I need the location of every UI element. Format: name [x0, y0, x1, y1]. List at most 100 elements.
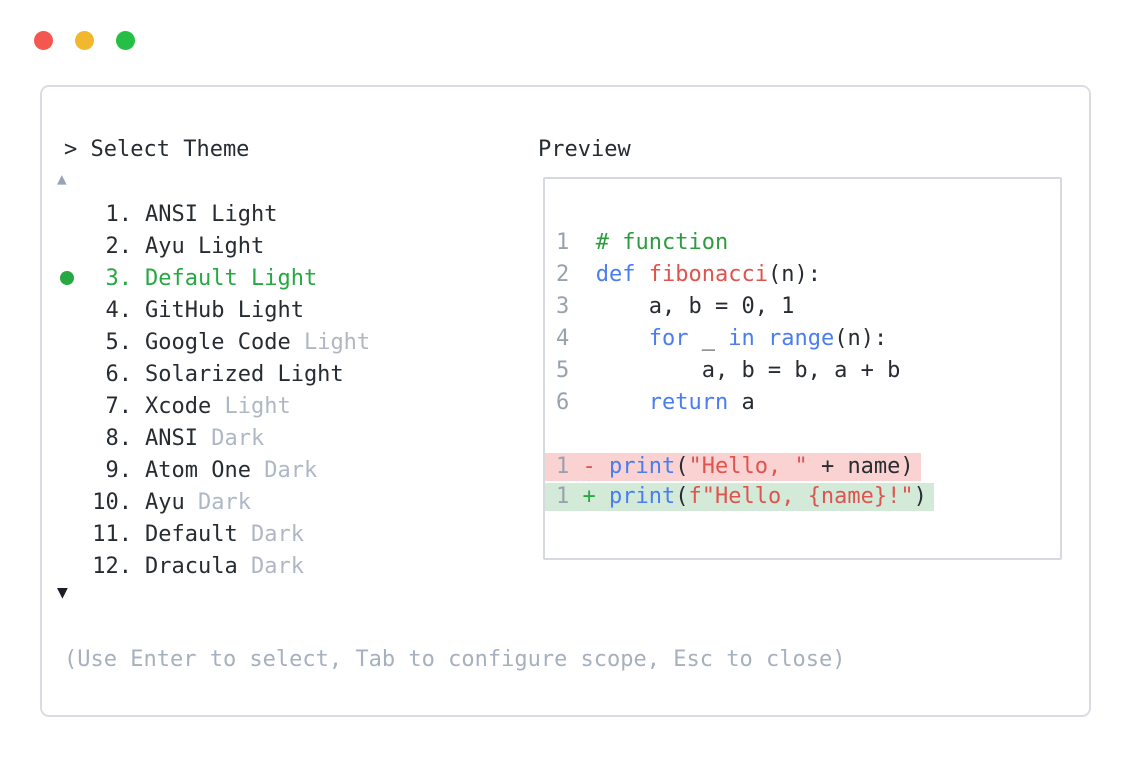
theme-item-number: 8. — [105, 425, 133, 451]
theme-item-label: Xcode Light — [145, 393, 291, 419]
footer-hint: (Use Enter to select, Tab to configure s… — [64, 647, 846, 672]
theme-item-variant-muted: Dark — [184, 489, 251, 515]
code-segment-fg: ( — [675, 484, 689, 509]
minimize-button[interactable] — [75, 31, 94, 50]
code-segment-fg: (n): — [834, 326, 888, 351]
theme-item-number: 9. — [105, 457, 133, 483]
theme-item-variant-muted: Dark — [197, 425, 265, 451]
code-segment-str: "Hello, " — [688, 454, 808, 479]
code-segment-fg: a, b = 0, 1 — [595, 294, 795, 319]
theme-item-ayu[interactable]: 10. Ayu Dark — [42, 486, 522, 518]
code-line-normal: 3 a, b = 0, 1 — [545, 291, 1060, 323]
code-segment-fg — [596, 326, 649, 351]
code-segment-num: 3 — [556, 294, 596, 319]
code-segment-kw: range — [767, 326, 835, 351]
theme-item-label: Ayu Dark — [145, 489, 251, 515]
code-segment-num: 1 — [556, 484, 583, 509]
code-segment-num: 4 — [556, 326, 596, 351]
code-segment-num: 2 — [556, 262, 596, 287]
code-segment-fg: a, b = b, a + b — [595, 358, 901, 383]
code-line-normal: 1 # function — [545, 227, 1060, 259]
code-line-added: 1 + print(f"Hello, {name}!") — [545, 483, 934, 511]
code-line-normal: 5 a, b = b, a + b — [545, 355, 1060, 387]
close-button[interactable] — [34, 31, 53, 50]
theme-item-variant-muted: Dark — [237, 521, 304, 547]
theme-item-label: Google Code Light — [145, 329, 371, 355]
code-segment-add: + — [582, 484, 609, 509]
code-segment-fg: + name) — [807, 454, 914, 479]
theme-picker-panel: > Select Theme ▲ 1. ANSI Light 2. Ayu Light… — [40, 85, 1091, 717]
selected-dot-icon — [60, 271, 74, 285]
code-segment-num: 5 — [556, 358, 596, 383]
theme-item-label: GitHub Light — [145, 297, 304, 323]
theme-item-number: 12. — [92, 553, 132, 579]
code-segment-kw: in — [728, 326, 755, 351]
code-segment-fg: (n): — [767, 262, 821, 287]
code-segment-kw: def — [595, 262, 636, 287]
code-line-removed: 1 - print("Hello, " + name) — [545, 453, 921, 481]
theme-item-variant-muted: Light — [211, 393, 291, 419]
theme-item-label: Dracula Dark — [145, 553, 304, 579]
code-segment-kw: print — [609, 484, 676, 509]
theme-item-label: Atom One Dark — [145, 457, 318, 483]
zoom-button[interactable] — [116, 31, 135, 50]
code-segment-fg: ( — [675, 454, 689, 479]
code-segment-fg — [596, 390, 649, 415]
code-segment-num: 1 — [556, 230, 596, 255]
theme-item-atom-one[interactable]: 9. Atom One Dark — [42, 454, 522, 486]
selected-dot-slot — [42, 271, 92, 285]
code-segment-kw: print — [609, 454, 676, 479]
code-line-normal: 6 return a — [545, 387, 1060, 419]
code-segment-fg — [636, 262, 649, 287]
code-segment-num: 1 — [556, 454, 583, 479]
theme-item-xcode[interactable]: 7. Xcode Light — [42, 390, 522, 422]
preview-label: Preview — [538, 137, 631, 162]
theme-item-number: 4. — [105, 297, 133, 323]
code-line-normal: 4 for _ in range(n): — [545, 323, 1060, 355]
theme-item-variant-muted: Light — [290, 329, 371, 355]
palette-prompt: > Select Theme — [64, 137, 250, 162]
code-segment-fg — [755, 326, 768, 351]
code-line-blank — [545, 419, 1060, 451]
theme-item-solarized-light[interactable]: 6. Solarized Light — [42, 358, 522, 390]
code-segment-fn: fibonacci — [648, 262, 768, 287]
theme-item-variant-muted: Dark — [250, 457, 318, 483]
theme-list: 1. ANSI Light 2. Ayu Light 3. Default Light 4.… — [42, 198, 522, 582]
window-controls — [34, 31, 135, 50]
theme-item-number: 2. — [105, 233, 133, 259]
theme-item-number: 10. — [92, 489, 132, 515]
theme-item-github-light[interactable]: 4. GitHub Light — [42, 294, 522, 326]
theme-item-label: ANSI Dark — [145, 425, 265, 451]
theme-item-label: ANSI Light — [145, 201, 278, 227]
code-segment-fg: ) — [913, 484, 927, 509]
theme-item-label: Solarized Light — [145, 361, 344, 387]
theme-item-ayu-light[interactable]: 2. Ayu Light — [42, 230, 522, 262]
theme-item-default[interactable]: 11.Default Dark — [42, 518, 522, 550]
theme-item-number: 6. — [105, 361, 133, 387]
theme-item-google-code[interactable]: 5. Google Code Light — [42, 326, 522, 358]
theme-item-number: 1. — [105, 201, 133, 227]
theme-item-ansi-light[interactable]: 1. ANSI Light — [42, 198, 522, 230]
code-segment-kw: for — [648, 326, 689, 351]
theme-item-label: Default Light — [145, 265, 318, 291]
theme-item-ansi[interactable]: 8. ANSI Dark — [42, 422, 522, 454]
code-segment-kw: return — [648, 390, 729, 415]
code-line-normal: 2 def fibonacci(n): — [545, 259, 1060, 291]
theme-item-number: 7. — [105, 393, 133, 419]
theme-item-number: 3. — [105, 265, 133, 291]
theme-item-dracula[interactable]: 12. Dracula Dark — [42, 550, 522, 582]
code-segment-del: - — [582, 454, 609, 479]
theme-item-number: 5. — [105, 329, 133, 355]
code-segment-fg: a — [728, 390, 755, 415]
scroll-up-icon[interactable]: ▲ — [57, 169, 67, 188]
code-segment-str: f"Hello, {name}!" — [688, 484, 914, 509]
theme-item-default-light[interactable]: 3. Default Light — [42, 262, 522, 294]
theme-item-number: 11. — [92, 521, 132, 547]
theme-item-label: Ayu Light — [145, 233, 265, 259]
code-segment-num: 6 — [556, 390, 596, 415]
code-segment-fg: _ — [688, 326, 729, 351]
scroll-down-icon[interactable]: ▼ — [57, 582, 68, 603]
